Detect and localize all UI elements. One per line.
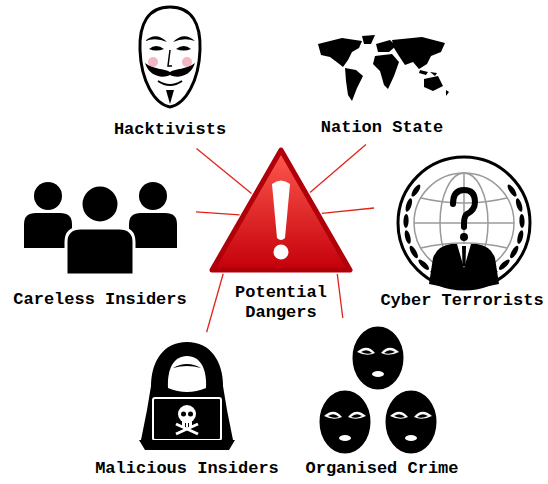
mask-icon (134, 4, 206, 110)
connector-line (207, 274, 224, 332)
threat-node: Hacktivists (110, 4, 230, 146)
warning-node: Potential Dangers (206, 146, 356, 325)
balaclava-icon (305, 322, 451, 462)
node-label: Careless Insiders (8, 290, 192, 310)
node-label: Cyber Terrorists (378, 291, 546, 311)
threat-node: Malicious Insiders (92, 336, 282, 481)
threat-node: Careless Insiders (8, 170, 192, 312)
node-label: Hacktivists (110, 120, 230, 140)
threat-node: Organised Crime (300, 322, 464, 481)
threat-node: Cyber Terrorists (378, 150, 546, 313)
world-map-icon (312, 34, 452, 104)
threat-node: Nation State (308, 30, 456, 142)
node-label: Malicious Insiders (92, 459, 282, 479)
node-label: Potential Dangers (231, 283, 331, 323)
people-icon (18, 174, 183, 276)
hooded-hacker-icon (137, 340, 237, 452)
connector-line (197, 149, 252, 194)
connector-line (337, 274, 343, 318)
connector-line (322, 208, 374, 213)
anonymous-emblem (389, 154, 539, 292)
node-label: Nation State (308, 118, 456, 138)
warning-triangle (208, 146, 354, 274)
connector-line (310, 145, 366, 193)
connector-line (196, 212, 240, 215)
node-label: Organised Crime (300, 459, 464, 479)
